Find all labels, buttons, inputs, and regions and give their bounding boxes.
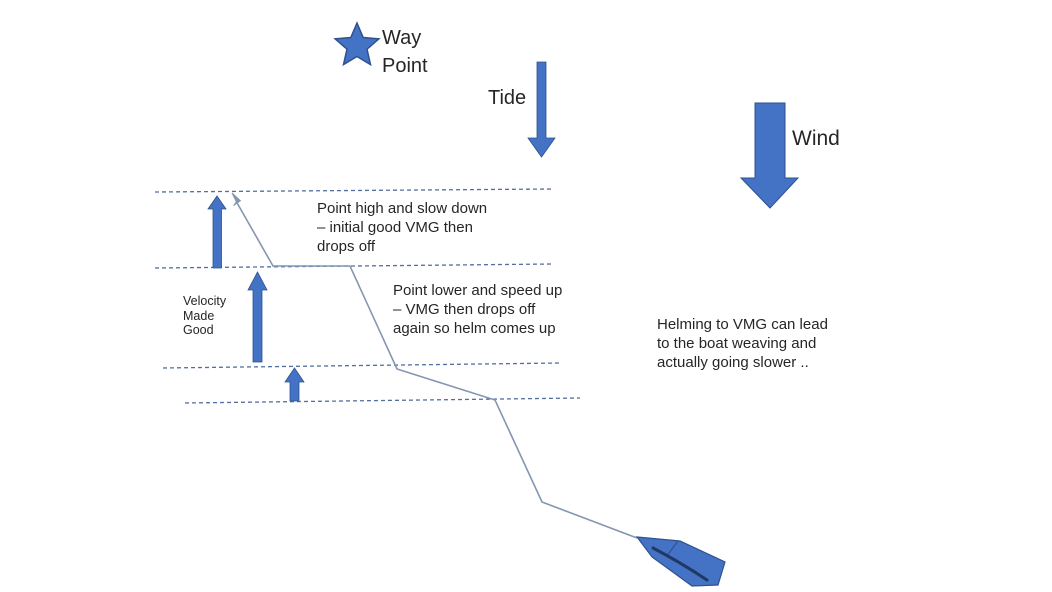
note-helming: Helming to VMG can lead to the boat weav… <box>657 316 828 371</box>
wind-label: Wind <box>792 127 840 150</box>
vmg-arrow-1-icon <box>207 195 227 269</box>
reference-line-3 <box>162 362 561 369</box>
boat-icon <box>635 536 726 587</box>
note-point-high: Point high and slow down – initial good … <box>317 200 488 255</box>
wind-arrow-icon <box>739 102 800 209</box>
reference-line-1 <box>154 188 553 193</box>
vmg-label: Velocity Made Good <box>183 294 227 337</box>
waypoint-star-icon <box>333 21 381 67</box>
tide-arrow-icon <box>527 61 556 158</box>
vmg-arrow-2-icon <box>247 271 268 363</box>
track-arrowhead-icon <box>231 192 242 207</box>
waypoint-label: Way Point <box>382 27 428 77</box>
boat-track-line <box>231 192 638 539</box>
reference-line-4 <box>184 397 581 404</box>
note-point-lower: Point lower and speed up – VMG then drop… <box>393 282 563 337</box>
tide-label: Tide <box>488 87 527 109</box>
vmg-arrow-3-icon <box>284 367 305 402</box>
vmg-arrows <box>207 195 305 402</box>
